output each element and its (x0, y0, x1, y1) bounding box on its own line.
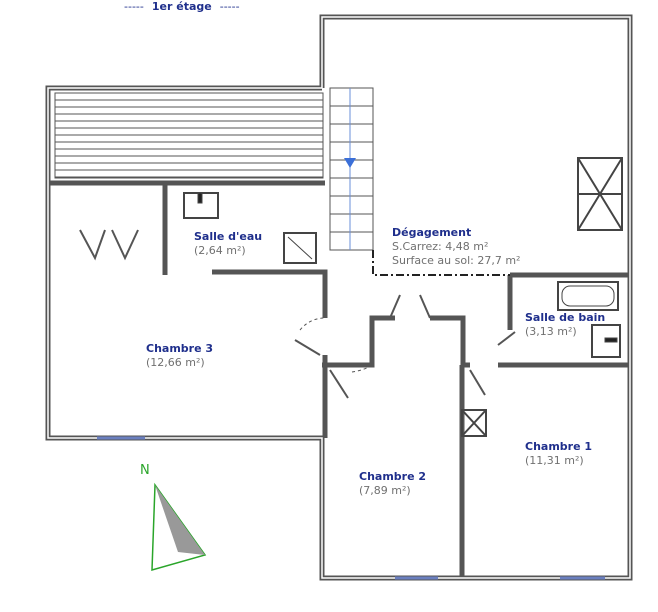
room-chambre-2: Chambre 2 (7,89 m²) (359, 470, 426, 498)
room-boundary-dashed (372, 250, 510, 276)
bathtub-icon (557, 281, 619, 311)
compass-icon: N (140, 463, 207, 572)
room-name: Chambre 3 (146, 342, 214, 355)
compass-label: N (140, 463, 150, 478)
staircase (54, 87, 374, 251)
duct-icon (461, 409, 487, 437)
room-salle-deau: Salle d'eau (2,64 m²) (194, 230, 262, 258)
inner-wall-lines (47, 16, 631, 579)
stair-arrow-icon (344, 158, 356, 168)
doors (79, 229, 516, 399)
title-dash-left: ----- (124, 0, 144, 13)
room-degagement: Dégagement S.Carrez: 4,48 m² Surface au … (392, 226, 520, 268)
sink-icon (591, 324, 621, 358)
room-chambre-1: Chambre 1 (11,31 m²) (525, 440, 592, 468)
room-name: Dégagement (392, 226, 472, 239)
duct-icon (577, 157, 623, 231)
room-carrez: S.Carrez: 4,48 m² (392, 240, 489, 253)
floor-title: ----- 1er étage ----- (124, 0, 240, 13)
walls (45, 14, 633, 581)
room-name: Chambre 1 (525, 440, 593, 453)
title-dash-right: ----- (219, 0, 240, 13)
room-area: (11,31 m²) (525, 454, 584, 467)
floor-label: 1er étage (151, 0, 212, 13)
room-area: (2,64 m²) (194, 244, 246, 257)
room-floor-area: Surface au sol: 27,7 m² (392, 254, 521, 267)
shower-icon (283, 232, 317, 264)
room-name: Salle d'eau (194, 230, 263, 243)
room-name: Salle de bain (525, 311, 606, 324)
room-chambre-3: Chambre 3 (12,66 m²) (146, 342, 213, 370)
room-name: Chambre 2 (359, 470, 427, 483)
room-area: (3,13 m²) (525, 325, 577, 338)
sink-icon (183, 192, 219, 219)
room-area: (12,66 m²) (146, 356, 205, 369)
room-area: (7,89 m²) (359, 484, 411, 497)
room-salle-de-bain: Salle de bain (3,13 m²) (525, 311, 605, 339)
windows (97, 436, 605, 580)
